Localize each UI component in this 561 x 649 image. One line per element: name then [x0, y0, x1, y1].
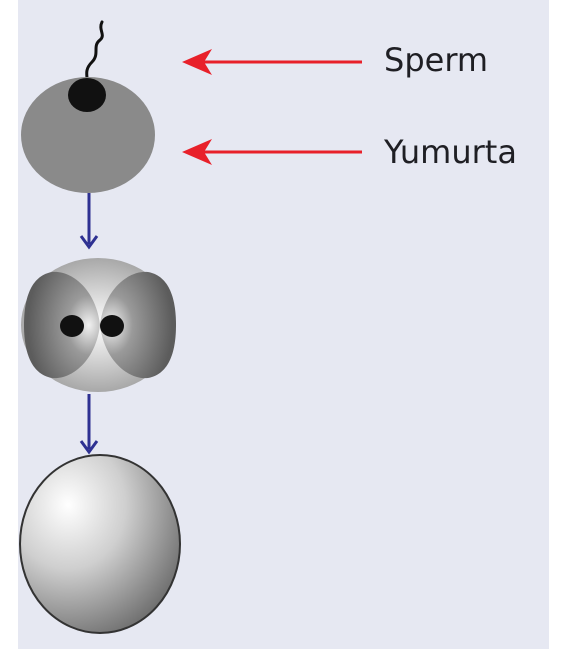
egg-label: Yumurta	[384, 136, 517, 168]
flow-arrow-2	[81, 394, 97, 452]
egg-pointer-arrow	[182, 139, 362, 165]
embryo-sphere	[20, 455, 180, 633]
zygote-cell	[21, 258, 176, 392]
pronucleus-right	[100, 315, 124, 337]
sperm-label: Sperm	[384, 44, 488, 76]
sperm-head	[68, 78, 106, 112]
flow-arrow-1	[81, 193, 97, 247]
pronucleus-left	[60, 315, 84, 337]
sperm-pointer-arrow	[182, 49, 362, 75]
